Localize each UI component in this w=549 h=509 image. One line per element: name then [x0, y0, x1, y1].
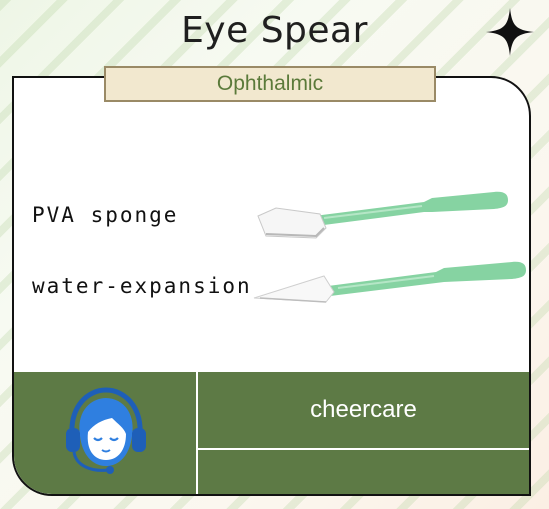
customer-service-headset-icon: [66, 387, 146, 474]
footer-divider-horizontal: [198, 448, 529, 450]
spear-swab-icon: [253, 261, 526, 303]
spear-swab-icon: [257, 191, 508, 239]
category-tag: Ophthalmic: [104, 66, 436, 102]
footer-panel: cheercare: [14, 372, 529, 494]
product-card: PVA sponge water-expansion: [12, 76, 531, 496]
footer-divider-vertical: [196, 372, 198, 494]
brand-name: cheercare: [310, 396, 417, 423]
page-title: Eye Spear: [181, 10, 368, 51]
product-label-water-expansion: water-expansion: [32, 274, 252, 298]
product-label-pva: PVA sponge: [32, 203, 179, 227]
sparkle-icon: [486, 8, 534, 56]
